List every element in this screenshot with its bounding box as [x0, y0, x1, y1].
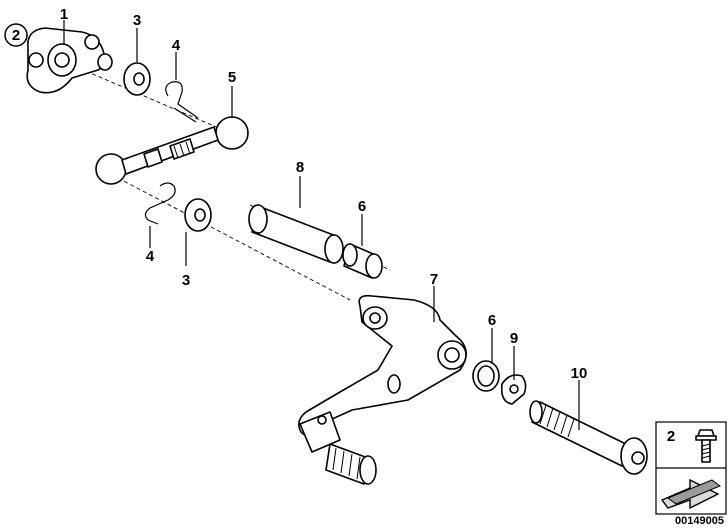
callout-8: 8: [296, 159, 304, 176]
callout-5: 5: [228, 69, 236, 86]
flange-bolt-icon: [695, 429, 717, 463]
legend-box: 2: [655, 421, 727, 515]
part-4-circlip-bottom[interactable]: [144, 182, 176, 225]
part-9-lock-washer[interactable]: [500, 374, 527, 405]
part-6-bush-bottom[interactable]: [472, 360, 500, 392]
part-4-circlip-top[interactable]: [165, 81, 199, 123]
callout-10: 10: [571, 365, 588, 382]
callout-6-top: 6: [358, 198, 366, 215]
callout-leaders: [63, 20, 580, 430]
callout-4-top: 4: [172, 37, 181, 54]
callout-4-bottom: 4: [146, 248, 155, 265]
callout-3-top: 3: [133, 12, 141, 29]
callout-1: 1: [60, 6, 68, 23]
part-5-shift-rod[interactable]: [95, 116, 249, 185]
part-10-bolt[interactable]: [529, 400, 648, 475]
part-2-circled-reference: [4, 23, 28, 47]
diagram-id: 00149005: [675, 515, 724, 527]
callout-9: 9: [510, 330, 518, 347]
part-1-ball-socket[interactable]: [26, 27, 113, 94]
legend-number: 2: [667, 428, 675, 445]
callout-labels: 1 2 3 4 5 4 3 8 6 7 6 9 10: [12, 6, 588, 382]
callout-6-bottom: 6: [488, 312, 496, 329]
callout-7: 7: [430, 271, 438, 288]
part-8-sleeve[interactable]: [248, 204, 344, 264]
callout-2: 2: [12, 27, 20, 44]
callout-3-bottom: 3: [182, 272, 190, 289]
part-3-washer-bottom[interactable]: [184, 198, 212, 232]
part-3-washer-top[interactable]: [123, 62, 151, 96]
hatched-arrow-icon: [660, 478, 722, 510]
part-7-shift-lever[interactable]: [298, 294, 467, 485]
part-6-bush-top[interactable]: [342, 243, 383, 279]
